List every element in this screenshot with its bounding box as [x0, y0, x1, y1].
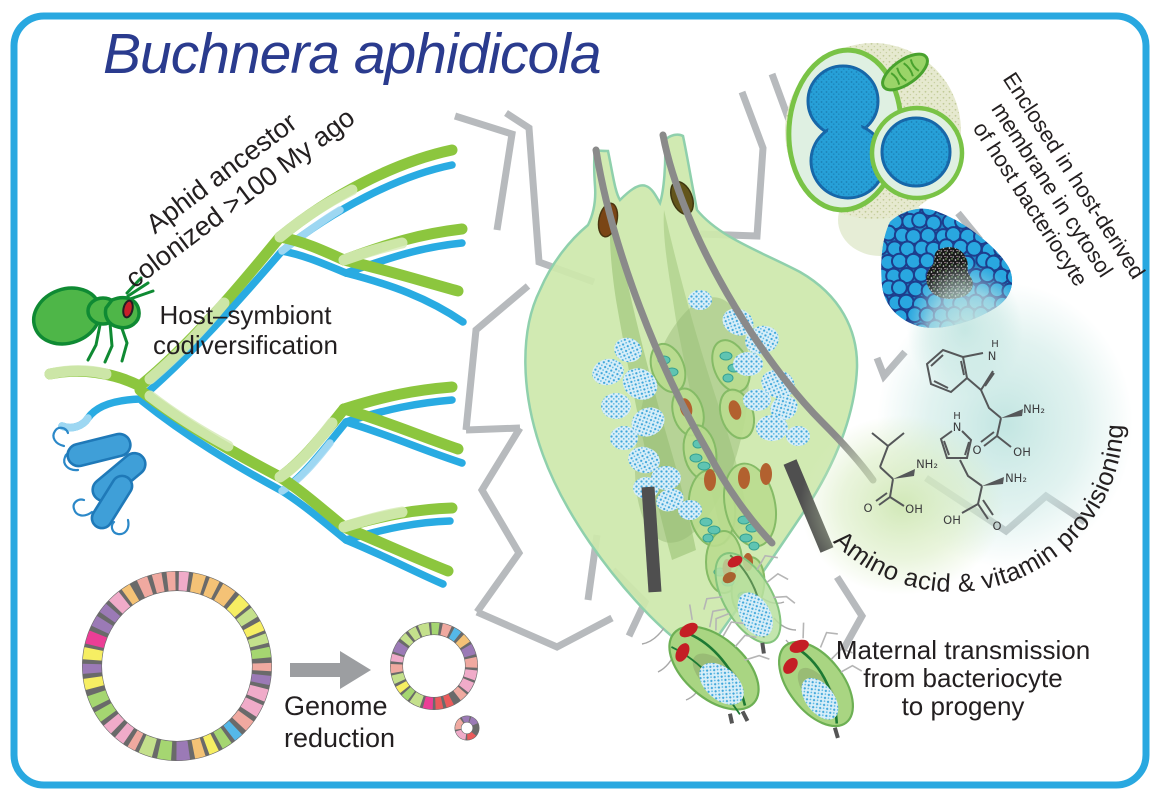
- page-title: Buchnera aphidicola: [103, 22, 602, 86]
- codiversification-line2: codiversification: [153, 329, 338, 360]
- nymph-right: [777, 622, 863, 739]
- chem-label: NH₂: [1005, 471, 1027, 485]
- chem-label: O: [972, 443, 981, 457]
- chem-label: O: [992, 519, 1001, 533]
- nymph-left: [668, 604, 770, 724]
- genome-ring-medium: [390, 621, 478, 710]
- chem-label: NH₂: [1023, 402, 1045, 416]
- maternal-line2: from bacteriocyte: [863, 662, 1063, 693]
- progeny-nymphs: [668, 552, 863, 739]
- genome-ring-small: [454, 715, 480, 741]
- genome-reduction-line1: Genome: [284, 691, 388, 721]
- molecule-pyrrole-amino-acid: N H OH O NH₂: [939, 411, 1027, 533]
- chem-label: OH: [905, 502, 923, 516]
- figure-border: [10, 12, 1150, 789]
- maternal-line3: to progeny: [901, 690, 1025, 721]
- genome-reduction-line2: reduction: [284, 722, 396, 753]
- chem-label: N: [953, 420, 962, 434]
- provisioning-zone: O OH NH₂ N H OH O NH₂ N H O OH: [800, 262, 1133, 598]
- codiversification-annotation: Host–symbiont codiversification: [138, 300, 353, 361]
- genome-reduction-annotation: Genome reduction: [284, 691, 395, 754]
- molecule-tryptophan: N H O OH NH₂: [925, 339, 1045, 459]
- genome-reduction-arrow-icon: [290, 651, 371, 689]
- chem-label: H: [991, 339, 999, 350]
- chem-label: O: [863, 501, 872, 515]
- nymph-emerging: [703, 552, 796, 654]
- codiversification-line1: Host–symbiont: [159, 300, 332, 330]
- body-shading-right: [663, 210, 748, 545]
- codiversification-tree: [44, 144, 468, 588]
- aphid-ancestor-icon: [31, 276, 155, 364]
- round-buchnera-cell: [869, 105, 965, 201]
- chem-label: OH: [1013, 445, 1031, 459]
- ancestor-aphid-eye: [122, 299, 134, 319]
- genome-ring-large: [82, 570, 272, 761]
- bacteria-icon: [52, 426, 147, 536]
- maternal-line1: Maternal transmission: [835, 635, 1091, 665]
- central-aphid: [524, 131, 877, 701]
- genome-rings: [82, 570, 480, 761]
- mitochondrion-icon: [881, 52, 929, 92]
- chem-label: H: [953, 411, 961, 422]
- chem-label: N: [988, 349, 997, 363]
- chem-label: OH: [943, 513, 961, 527]
- molecule-leucine: O OH NH₂: [863, 432, 938, 516]
- host-branches-pale: [44, 184, 408, 533]
- maternal-transmission-annotation: Maternal transmission from bacteriocyte …: [828, 635, 1098, 721]
- chem-label: NH₂: [916, 457, 938, 471]
